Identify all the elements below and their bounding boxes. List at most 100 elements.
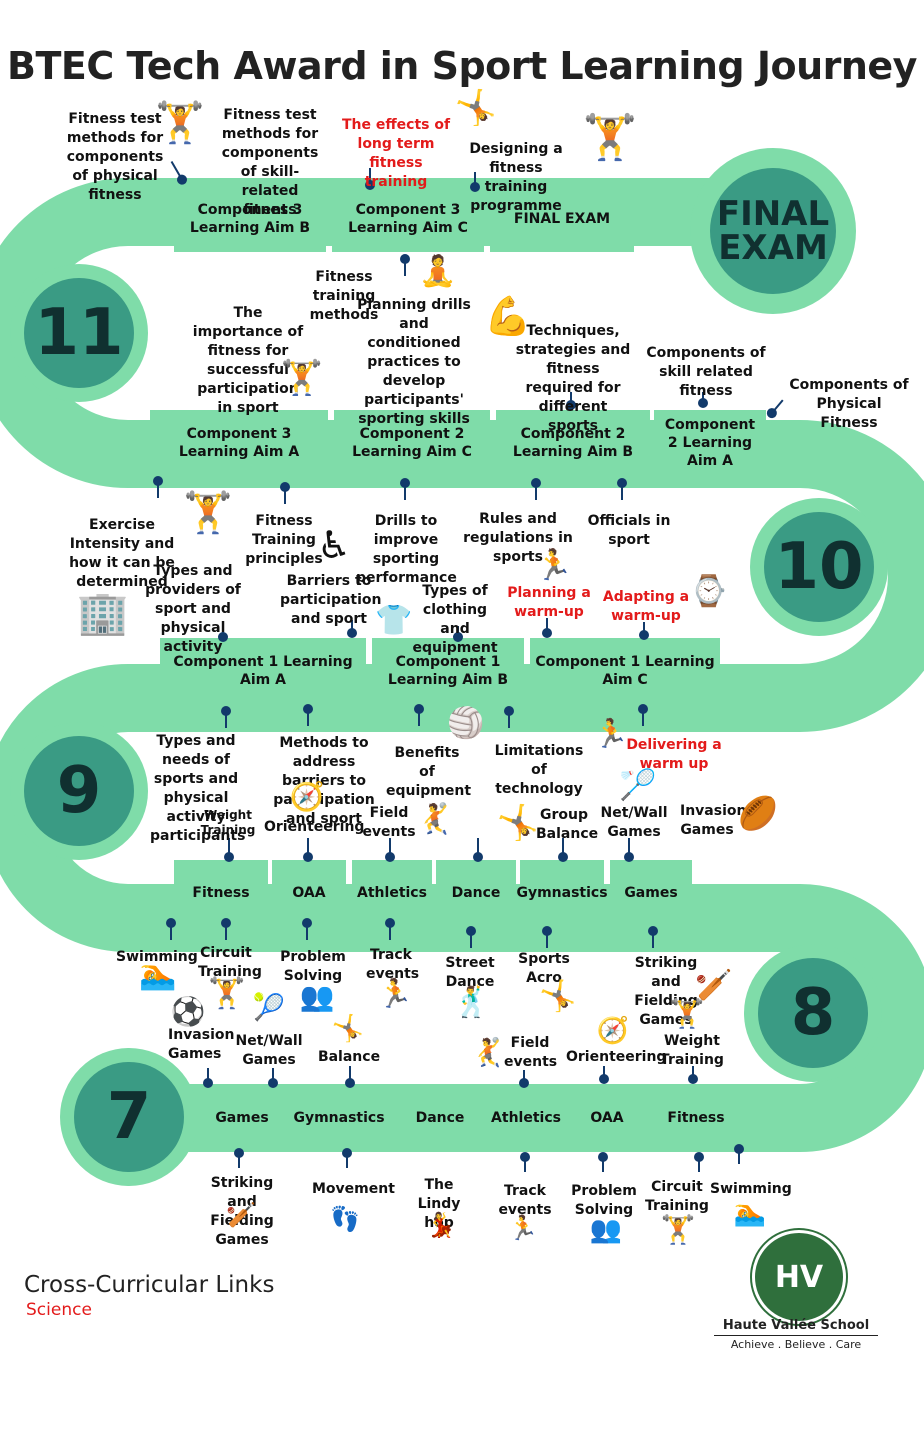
y7-field-events-icon: 🤾 [470,1036,506,1069]
footprints-icon: 👣 [330,1205,360,1233]
weightlifter-icon: 🏋 [155,100,205,146]
school-name: Haute Vallée School [714,1318,878,1336]
label-fitness-test-physical: Fitness test methods for components of p… [66,111,164,203]
strongman-icon: 💪 [484,294,532,338]
label-y7-balance: Balance [317,1049,381,1065]
pin [268,1068,278,1088]
final-exam-badge: FINAL EXAM [690,148,856,314]
deadlift-icon: 🏋 [280,358,324,398]
football-icon: ⚽ [170,995,206,1028]
pin [617,478,627,500]
final-exam-text: FINAL EXAM [710,168,836,294]
label-planning-drills: Planning drills and conditioned practice… [357,297,471,427]
label-y7-circuit: Circuit Training [645,1179,709,1214]
segment-y7-oaa[interactable]: OAA [568,1084,646,1152]
tennis-icon: 🎾 [252,993,286,1023]
pin [280,482,290,504]
segment-final-exam[interactable]: FINAL EXAM [490,186,634,252]
cross-curricular-heading: Cross-Curricular Links [24,1272,275,1298]
label-y8-circuit: Circuit Training [198,945,262,980]
year-7-badge: 7 [74,1062,184,1172]
segment-c1-aim-c[interactable]: Component 1 Learning Aim C [530,638,720,704]
school-crest-logo: HV [752,1230,846,1324]
segment-y7-athletics[interactable]: Athletics [490,1084,562,1152]
gymnast-icon: 🤸 [331,1014,365,1044]
cricket-bat-icon: 🏏 [695,968,733,1003]
situps-icon: 🧘 [419,254,457,289]
label-importance-fitness: The importance of fitness for successful… [192,305,304,416]
pin [166,918,176,940]
label-y8-track: Track events [366,947,420,982]
pin [453,626,463,642]
label-y7-orienteering: Orienteering [566,1049,667,1065]
street-dancer-icon: 🕺 [453,985,491,1020]
label-y7-field: Field events [504,1035,558,1070]
cross-curricular-science: Science [26,1300,92,1320]
field-events-icon: 🤾 [416,802,454,837]
label-y8-orienteering: Orienteering [264,819,365,835]
pin [224,838,234,862]
pin [470,172,480,192]
shuttlecock-icon: 🏸 [619,768,657,803]
pin [648,926,658,948]
y7-striking-icon: 🏏 [226,1201,256,1229]
pin [688,1066,698,1084]
segment-c2-aim-b[interactable]: Component 2 Learning Aim B [496,410,650,476]
pin [734,1144,744,1164]
track-runner-icon: 🏃 [377,977,413,1010]
segment-y7-fitness[interactable]: Fitness [652,1084,740,1152]
label-y7-netwall: Net/Wall Games [235,1033,303,1068]
segment-c2-aim-c[interactable]: Component 2 Learning Aim C [334,410,490,476]
segment-y8-oaa[interactable]: OAA [272,860,346,926]
segment-y8-gymnastics[interactable]: Gymnastics [516,860,608,926]
year-11-badge: 11 [24,278,134,388]
segment-y8-games[interactable]: Games [610,860,692,926]
label-y7-lindy: The Lindy hop [417,1177,461,1231]
segment-y7-games[interactable]: Games [196,1084,288,1152]
pin [504,706,514,728]
year-8-badge: 8 [758,958,868,1068]
label-y8-swimming: Swimming [116,949,198,965]
segment-y8-fitness[interactable]: Fitness [174,860,268,926]
label-planning-warmup: Planning a warm-up [507,585,591,620]
label-y7-swimming: Swimming [710,1181,792,1197]
school-motto: Achieve . Believe . Care [730,1338,862,1351]
label-exercise-intensity: Exercise Intensity and how it can be det… [69,517,175,590]
pin [385,838,395,862]
segment-y8-athletics[interactable]: Athletics [352,860,432,926]
kit-icon: 👕 [375,603,413,638]
segment-c3-aim-b[interactable]: Component 3 Learning Aim B [174,186,326,252]
team-icon: 👥 [299,980,335,1013]
segment-y8-dance[interactable]: Dance [436,860,516,926]
label-y7-track: Track events [498,1183,552,1218]
label-y7-invasion: Invasion Games [168,1027,235,1062]
segment-c1-aim-a[interactable]: Component 1 Learning Aim A [160,638,366,704]
label-y7-problem: Problem Solving [571,1183,637,1218]
dumbbell-man-icon: 🏋 [183,490,233,536]
segment-c3-aim-c[interactable]: Component 3 Learning Aim C [332,186,484,252]
pin [203,1068,213,1088]
pin [347,620,357,638]
label-skill-related: Components of skill related fitness [646,345,766,399]
pin [466,926,476,948]
pin [599,1066,609,1084]
y7-team-icon: 👥 [589,1215,623,1245]
segment-c2-aim-a[interactable]: Component 2 Learning Aim A [654,410,766,476]
label-delivering-warmup: Delivering a warm up [626,737,722,772]
label-y8-street: Street Dance [445,955,495,990]
label-y8-netwall: Net/Wall Games [600,805,668,840]
pin [520,1152,530,1172]
segment-y7-gymnastics[interactable]: Gymnastics [292,1084,386,1152]
segment-c1-aim-b[interactable]: Component 1 Learning Aim B [372,638,524,704]
pin [218,624,228,642]
pin [598,1152,608,1172]
gym-machine-icon: 🏋 [582,112,638,163]
label-y8-invasion: Invasion Games [680,803,747,838]
smartwatch-icon: ⌚ [690,574,728,609]
volleyball-icon: 🏐 [447,706,485,741]
segment-y7-dance[interactable]: Dance [394,1084,486,1152]
balance-icon: 🤸 [496,803,540,843]
pin [221,706,231,728]
segment-c3-aim-a[interactable]: Component 3 Learning Aim A [150,410,328,476]
label-drills-improve: Drills to improve sporting performance [356,513,457,586]
